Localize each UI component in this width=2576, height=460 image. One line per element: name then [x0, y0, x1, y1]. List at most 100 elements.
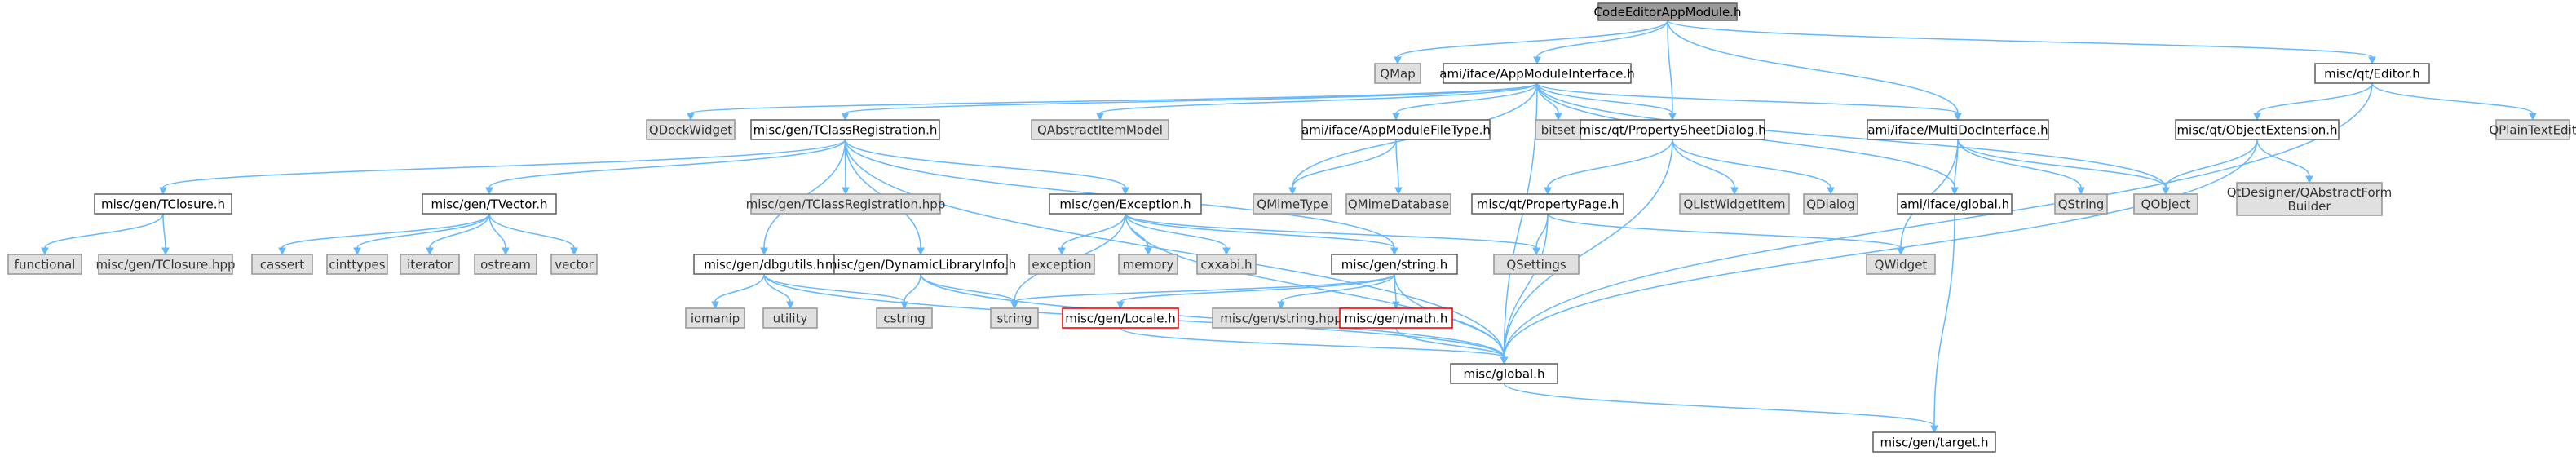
node-appmod[interactable]: ami/iface/AppModuleInterface.h [1439, 63, 1635, 84]
edge-propsheet-to-qlistwidgetitem [1672, 139, 1739, 196]
edge-appmod-to-appfiletype [1392, 82, 1538, 122]
node-qlistwidgetitem: QListWidgetItem [1679, 193, 1790, 215]
edge-tvector-to-cassert [278, 213, 490, 256]
edge-appmod-to-multidoc [1536, 82, 1962, 122]
node-label: iterator [407, 258, 453, 272]
node-dbgutils[interactable]: misc/gen/dbgutils.h [693, 254, 835, 275]
node-label: memory [1123, 258, 1174, 272]
node-label: misc/qt/PropertyPage.h [1477, 197, 1619, 212]
node-editor[interactable]: misc/qt/Editor.h [2314, 63, 2430, 84]
edge-dynlib-to-cstring [900, 273, 921, 310]
node-target[interactable]: misc/gen/target.h [1872, 431, 1996, 453]
node-math: misc/gen/math.h [1339, 307, 1453, 329]
edge-dbgutils-to-utility [763, 273, 794, 310]
edge-tclosure-to-tclosurehpp [161, 213, 170, 256]
node-label: vector [555, 258, 594, 272]
edge-appmod-to-miscglobal [1500, 82, 1538, 365]
edge-tvector-to-cinttypes [353, 213, 490, 256]
node-label: cxxabi.h [1200, 258, 1252, 272]
node-exception_h[interactable]: misc/gen/Exception.h [1049, 193, 1202, 215]
node-label: misc/gen/DynamicLibraryInfo.h [825, 258, 1016, 272]
edge-genstring-to-locale [1116, 273, 1395, 310]
node-label: misc/qt/PropertySheetDialog.h [1579, 123, 1765, 138]
node-vector: vector [550, 254, 598, 275]
node-ostream: ostream [474, 254, 537, 275]
edge-genstring-to-math [1392, 273, 1400, 310]
node-label: QAbstractItemModel [1037, 123, 1163, 138]
node-label: QObject [2141, 197, 2191, 212]
edge-appmod-to-propsheet [1536, 82, 1677, 122]
edge-appfiletype-to-qmimetype [1288, 139, 1397, 196]
node-miscglobal[interactable]: misc/global.h [1450, 363, 1558, 384]
node-genstring[interactable]: misc/gen/string.h [1331, 254, 1458, 275]
node-tclosure[interactable]: misc/gen/TClosure.h [94, 193, 232, 215]
node-objext[interactable]: misc/qt/ObjectExtension.h [2175, 119, 2340, 140]
edge-root-to-appmod [1533, 20, 1668, 65]
node-qmap: QMap [1374, 63, 1421, 84]
node-qdialog: QDialog [1803, 193, 1858, 215]
node-tclassreg[interactable]: misc/gen/TClassRegistration.h [750, 119, 940, 140]
edge-tclosure-to-functional [41, 213, 164, 256]
node-propsheet[interactable]: misc/qt/PropertySheetDialog.h [1579, 119, 1766, 140]
node-label: QMimeType [1257, 197, 1328, 212]
edge-locale-to-miscglobal [1120, 327, 1509, 365]
node-utility: utility [762, 307, 818, 329]
edge-multidoc-to-qobject [1957, 139, 2170, 196]
edge-tclassreg-to-miscglobal [844, 139, 1509, 365]
node-qstring: QString [2054, 193, 2108, 215]
edge-objext-to-qtdesigner [2256, 139, 2313, 184]
node-locale: misc/gen/Locale.h [1062, 307, 1179, 329]
node-multidoc[interactable]: ami/iface/MultiDocInterface.h [1867, 119, 2049, 140]
edge-root-to-propsheet [1667, 20, 1677, 122]
edge-objext-to-qobject [2162, 139, 2258, 196]
node-qwidget: QWidget [1866, 254, 1936, 275]
edge-tclassreg-to-tvector [485, 139, 846, 196]
edge-proppage-to-qsettings [1532, 213, 1549, 256]
node-cassert: cassert [251, 254, 313, 275]
node-label: QMimeDatabase [1348, 197, 1449, 212]
node-label: Builder [2287, 199, 2331, 214]
node-functional: functional [7, 254, 82, 275]
node-label: misc/gen/TClosure.hpp [95, 258, 235, 272]
node-label: misc/qt/ObjectExtension.h [2176, 123, 2337, 138]
edge-appmod-to-qabsitem [1096, 82, 1538, 122]
node-label: misc/gen/string.h [1341, 258, 1448, 272]
node-label: misc/gen/string.hpp [1220, 312, 1342, 326]
edge-appmod-to-tclassreg [841, 82, 1538, 122]
node-label: ami/iface/MultiDocInterface.h [1867, 123, 2048, 138]
edge-exception_h-to-cxxabi [1125, 213, 1231, 256]
node-label: QListWidgetItem [1684, 197, 1786, 212]
node-label: QString [2058, 197, 2105, 212]
edge-tvector-to-ostream [488, 213, 510, 256]
edge-tvector-to-iterator [426, 213, 490, 256]
node-amiglobal[interactable]: ami/iface/global.h [1897, 193, 2013, 215]
node-string: string [990, 307, 1039, 329]
node-label: cassert [260, 258, 304, 272]
edge-dbgutils-to-iomanip [711, 273, 765, 310]
node-appfiletype[interactable]: ami/iface/AppModuleFileType.h [1301, 119, 1491, 140]
node-root: CodeEditorAppModule.h [1594, 2, 1741, 21]
node-label: QDockWidget [649, 123, 732, 138]
node-label: misc/gen/TClassRegistration.hpp [746, 197, 946, 212]
edge-dbgutils-to-cstring [763, 273, 908, 310]
node-label: misc/gen/target.h [1880, 436, 1988, 450]
node-qmimedb: QMimeDatabase [1345, 193, 1451, 215]
node-qabsitem: QAbstractItemModel [1031, 119, 1169, 140]
edge-propsheet-to-miscglobal [1500, 139, 1673, 365]
node-iterator: iterator [400, 254, 460, 275]
edge-tvector-to-vector [488, 213, 578, 256]
node-label: ostream [480, 258, 531, 272]
edge-exception_h-to-exception [1058, 213, 1126, 256]
node-proppage[interactable]: misc/qt/PropertyPage.h [1471, 193, 1624, 215]
node-bitset: bitset [1535, 119, 1582, 140]
node-cinttypes: cinttypes [326, 254, 388, 275]
node-dynlib[interactable]: misc/gen/DynamicLibraryInfo.h [825, 254, 1016, 275]
node-label: exception [1032, 258, 1091, 272]
node-label: misc/gen/TClosure.h [101, 197, 225, 212]
node-label: misc/gen/TVector.h [431, 197, 547, 212]
node-tvector[interactable]: misc/gen/TVector.h [422, 193, 557, 215]
node-label: QPlainTextEdit [2489, 123, 2576, 138]
node-qplaintext: QPlainTextEdit [2489, 119, 2576, 140]
node-qobject: QObject [2133, 193, 2198, 215]
